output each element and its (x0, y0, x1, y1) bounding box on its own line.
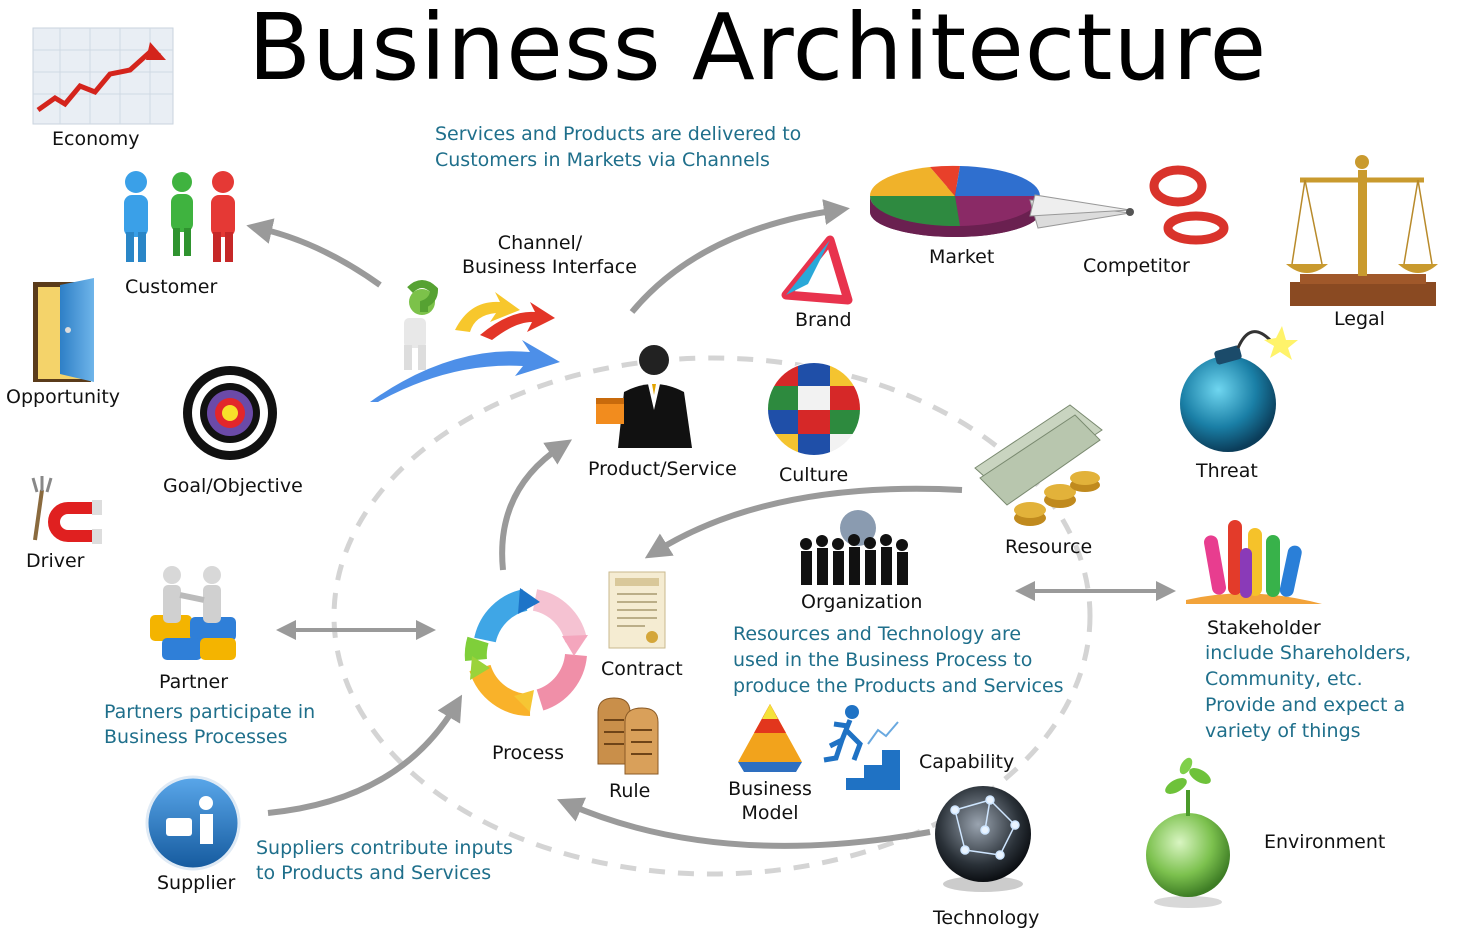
rule-label: Rule (609, 780, 651, 802)
channels-note: Services and Products are delivered to C… (435, 121, 801, 173)
network-globe-icon (935, 786, 1031, 892)
economy-label: Economy (52, 128, 140, 150)
channel-label-line-1: Channel/ (497, 232, 583, 254)
stakeholder-note-line-4: variety of things (1205, 720, 1361, 742)
legal-label: Legal (1334, 308, 1385, 330)
info-supplier-icon (145, 775, 241, 871)
stakeholder-note-line-2: Community, etc. (1205, 668, 1363, 690)
stakeholder-note-line-3: Provide and expect a (1205, 694, 1406, 716)
suppliers-note-line-1: Suppliers contribute inputs (256, 837, 513, 859)
triangle-logo-icon (781, 235, 853, 305)
process-label: Process (492, 742, 565, 764)
stairs-runner-icon (823, 705, 900, 790)
stakeholder-note-line-1: include Shareholders, (1205, 642, 1412, 664)
partners-note-line-1: Partners participate in (104, 701, 316, 723)
scales-icon (1286, 155, 1438, 306)
cycle-arrows-icon (464, 589, 587, 717)
arrow-channel-to-customer (246, 218, 382, 288)
resources-note-line-3: produce the Products and Services (733, 675, 1064, 697)
rising-chart-icon (32, 27, 174, 125)
channel-label-line-2: Business Interface (462, 256, 637, 278)
contract-label: Contract (601, 658, 683, 680)
suppliers-note: Suppliers contribute inputs to Products … (256, 836, 513, 886)
market-label: Market (929, 246, 995, 268)
money-icon (974, 404, 1103, 526)
arrow-technology-to-process (556, 797, 931, 849)
contract-document-icon (608, 571, 666, 649)
earth-sprout-icon (1146, 757, 1230, 908)
supplier-label: Supplier (157, 872, 236, 894)
partners-note-line-2: Business Processes (104, 726, 288, 748)
suppliers-note-line-2: to Products and Services (256, 862, 492, 884)
handshake-puzzle-icon (150, 566, 236, 660)
resources-note-line-1: Resources and Technology are (733, 623, 1022, 645)
people-icon (124, 171, 235, 262)
stakeholder-note: include Shareholders, Community, etc. Pr… (1205, 640, 1411, 744)
business-model-label: Business Model (725, 777, 815, 825)
resources-note-line-2: used in the Business Process to (733, 649, 1033, 671)
partners-note: Partners participate in Business Process… (104, 700, 315, 750)
stakeholder-label: Stakeholder (1207, 617, 1321, 639)
capability-label: Capability (919, 751, 1015, 773)
stone-tablets-icon (597, 697, 659, 775)
channel-label: Channel/ Business Interface (462, 231, 637, 279)
magnet-icon (31, 476, 102, 544)
channels-note-line-2: Customers in Markets via Channels (435, 149, 770, 171)
arrow-process-to-product (499, 439, 573, 571)
environment-label: Environment (1264, 831, 1386, 853)
flag-globe-icon (767, 362, 861, 456)
channels-note-line-1: Services and Products are delivered to (435, 123, 802, 145)
pie-chart-icon (869, 165, 1041, 237)
dashed-cycle-circle (331, 355, 1093, 877)
organization-label: Organization (801, 591, 923, 613)
crowd-icon (800, 510, 908, 585)
arrow-resource-to-contract (644, 485, 963, 559)
target-icon (183, 366, 277, 460)
business-model-label-line-1: Business (728, 778, 812, 800)
resource-label: Resource (1005, 536, 1093, 558)
crossroad-arrows-icon (370, 280, 560, 402)
scissors-icon (1029, 165, 1229, 245)
goal-label: Goal/Objective (163, 475, 303, 497)
customer-label: Customer (125, 276, 218, 298)
brand-label: Brand (795, 309, 852, 331)
open-door-icon (33, 278, 94, 382)
businessman-icon (596, 345, 692, 448)
arrow-product-to-market (629, 199, 850, 314)
product-label: Product/Service (588, 458, 737, 480)
driver-label: Driver (26, 550, 85, 572)
bomb-icon (1180, 326, 1298, 452)
culture-label: Culture (779, 464, 849, 486)
pyramid-icon (738, 704, 802, 772)
competitor-label: Competitor (1083, 255, 1190, 277)
threat-label: Threat (1196, 460, 1258, 482)
business-model-label-line-2: Model (741, 802, 799, 824)
raised-hands-icon (1186, 520, 1322, 604)
partner-label: Partner (159, 671, 229, 693)
page-title: Business Architecture (248, 0, 1268, 101)
opportunity-label: Opportunity (6, 386, 121, 408)
technology-label: Technology (933, 907, 1040, 929)
arrow-supplier-to-process (267, 694, 463, 816)
resources-note: Resources and Technology are used in the… (733, 621, 1064, 699)
